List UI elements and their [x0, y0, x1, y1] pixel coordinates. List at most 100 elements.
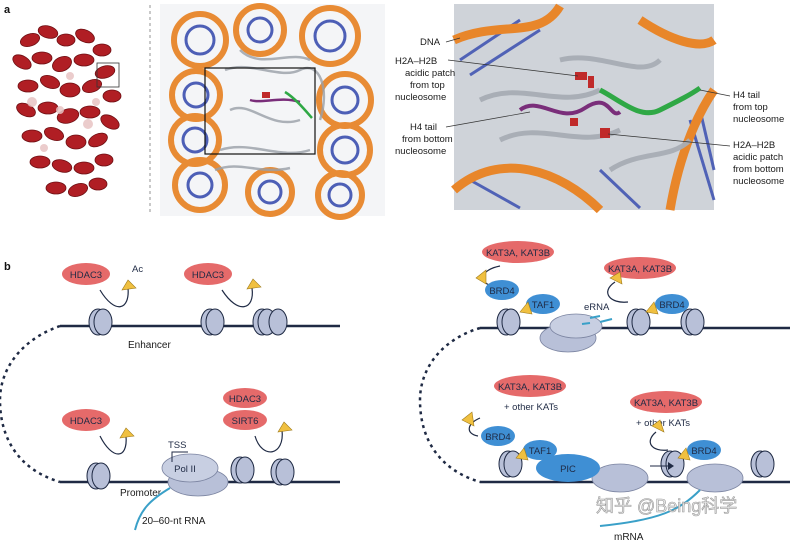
nucleosome-prom-2: [230, 456, 295, 486]
callout-h2a-bottom: H2A–H2B acidic patch from bottom nucleos…: [607, 133, 784, 187]
svg-text:H2A–H2B: H2A–H2B: [395, 56, 437, 67]
brd4-b: BRD4: [655, 294, 689, 314]
erna-label: eRNA: [584, 302, 610, 313]
callout-h2a-top: H2A–H2B acidic patch from top nucleosome: [395, 56, 579, 103]
arrow-r-prom-1: [468, 417, 481, 437]
arrow-enh-1: [99, 287, 129, 308]
svg-text:TAF1: TAF1: [532, 300, 555, 311]
svg-text:from top: from top: [733, 102, 768, 113]
acetyl-mark-icon: [609, 271, 623, 285]
mrna-strand: [599, 489, 701, 527]
svg-text:BRD4: BRD4: [485, 432, 510, 443]
arrow-r-enh-2: [607, 281, 629, 303]
hdac3-enh-1: HDAC3: [62, 263, 110, 285]
svg-text:SIRT6: SIRT6: [232, 416, 259, 427]
callout-h4-top: H4 tail from top nucleosome: [699, 89, 784, 125]
erna-strands: [581, 315, 613, 325]
svg-text:nucleosome: nucleosome: [733, 176, 784, 187]
nucleosome-prom-1: [86, 462, 111, 490]
pol2-enhancer: [539, 313, 603, 353]
red-chromatin-fiber: [12, 25, 122, 197]
hdac3-prom-2: HDAC3: [223, 388, 267, 408]
kat-top-left: KAT3A, KAT3B: [482, 241, 554, 263]
kat-mid-right: KAT3A, KAT3B: [630, 391, 702, 413]
hdac3-prom-1: HDAC3: [62, 409, 110, 431]
nucleosome-enh-2: [200, 308, 225, 336]
nucleosome-enh-3: [252, 308, 288, 336]
other-kats-right: + other KATs: [636, 418, 690, 429]
callout-h4-bottom: H4 tail from bottom nucleosome: [395, 111, 531, 157]
taf1-a: TAF1: [526, 294, 560, 314]
svg-text:HDAC3: HDAC3: [70, 270, 102, 281]
svg-text:nucleosome: nucleosome: [395, 146, 446, 157]
nucleosome-r-enh-2: [626, 308, 705, 336]
svg-text:H4 tail: H4 tail: [410, 122, 437, 133]
svg-text:acidic patch: acidic patch: [733, 152, 783, 163]
svg-text:acidic patch: acidic patch: [405, 68, 455, 79]
acetyl-mark-icon: [515, 447, 529, 461]
svg-text:DNA: DNA: [420, 37, 441, 48]
acetyl-mark-icon: [461, 411, 475, 427]
mrna-label: mRNA: [614, 532, 644, 542]
svg-text:H4 tail: H4 tail: [733, 90, 760, 101]
svg-text:BRD4: BRD4: [691, 446, 716, 457]
acetyl-mark-icon: [651, 419, 665, 433]
pol2-elongating: [686, 463, 744, 493]
svg-text:Pol II: Pol II: [174, 464, 196, 475]
right-enhancer-line: [418, 326, 790, 484]
svg-text:HDAC3: HDAC3: [229, 394, 261, 405]
acetyl-mark-icon: [677, 447, 691, 461]
acetyl-mark-icon: [246, 278, 262, 290]
short-rna-strand: [134, 487, 171, 531]
svg-text:KAT3A, KAT3B: KAT3A, KAT3B: [486, 248, 550, 259]
fiber-zoom-box: [96, 62, 120, 88]
callout-dna: DNA: [420, 37, 461, 48]
arrow-r-prom-2: [649, 431, 669, 451]
kat-top-right: KAT3A, KAT3B: [604, 257, 676, 279]
acetyl-mark-icon: [277, 421, 293, 433]
arrow-prom-2: [254, 429, 283, 453]
taf1-b: TAF1: [523, 440, 557, 460]
acetyl-mark-icon: [519, 301, 533, 315]
nucleosome-array-structure: [160, 3, 385, 220]
short-rna-label: 20–60-nt RNA: [142, 516, 206, 527]
svg-text:KAT3A, KAT3B: KAT3A, KAT3B: [498, 382, 562, 393]
pic-complex: PIC: [536, 454, 649, 493]
nucleosome-enh-1: [88, 308, 113, 336]
acetyl-mark-icon: [119, 427, 135, 439]
svg-text:BRD4: BRD4: [489, 286, 514, 297]
array-zoom-box: [204, 67, 316, 155]
svg-text:HDAC3: HDAC3: [70, 416, 102, 427]
watermark: 知乎 @Being科学: [596, 496, 737, 516]
sirt6: SIRT6: [223, 410, 267, 430]
tss-label: TSS: [168, 440, 186, 451]
panel-b-label: b: [4, 261, 11, 273]
acetyl-mark-icon: [121, 279, 137, 291]
svg-text:from top: from top: [410, 80, 445, 91]
svg-text:PIC: PIC: [560, 464, 576, 475]
svg-text:from bottom: from bottom: [402, 134, 453, 145]
svg-text:from bottom: from bottom: [733, 164, 784, 175]
enhancer-label: Enhancer: [128, 340, 171, 351]
svg-text:KAT3A, KAT3B: KAT3A, KAT3B: [608, 264, 672, 275]
arrow-prom-1: [99, 435, 127, 455]
closeup-structure: [451, 3, 718, 214]
svg-text:nucleosome: nucleosome: [733, 114, 784, 125]
arrowhead-icon: [668, 462, 674, 470]
svg-text:HDAC3: HDAC3: [192, 270, 224, 281]
acetyl-mark-icon: [645, 301, 659, 315]
brd4-d: BRD4: [687, 440, 721, 460]
hdac3-enh-2: HDAC3: [184, 263, 232, 285]
ac-label: Ac: [132, 264, 143, 275]
svg-text:TAF1: TAF1: [529, 446, 552, 457]
acetyl-mark-icon: [475, 269, 487, 285]
arrow-enh-2: [221, 287, 253, 308]
svg-text:KAT3A, KAT3B: KAT3A, KAT3B: [634, 398, 698, 409]
promoter-label: Promoter: [120, 488, 162, 499]
panel-a-label: a: [4, 4, 11, 16]
svg-text:H2A–H2B: H2A–H2B: [733, 140, 775, 151]
pol2-complex: Pol II: [161, 453, 229, 497]
other-kats-left: + other KATs: [504, 402, 558, 413]
kat-mid-left: KAT3A, KAT3B: [494, 375, 566, 397]
